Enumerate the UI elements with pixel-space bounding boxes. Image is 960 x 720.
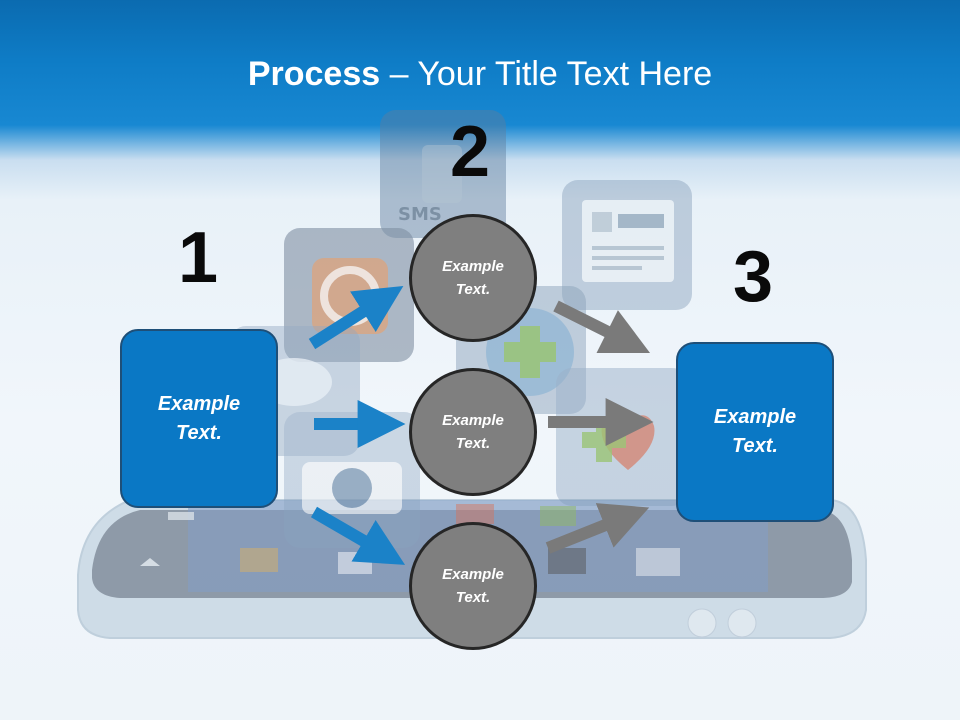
- circle-middle-text: Example Text.: [442, 412, 504, 452]
- arrow-bottom-to-3: [545, 503, 650, 554]
- heart-plus-icon: [556, 368, 688, 506]
- slide-title: Process – Your Title Text Here: [0, 52, 960, 96]
- step-2-circle-top: Example Text.: [409, 214, 537, 342]
- step-1-text: Example Text.: [157, 392, 241, 444]
- step-3-box: Example Text.: [676, 342, 834, 522]
- step-number-1: 1: [178, 218, 219, 298]
- step-2-circle-bottom: Example Text.: [409, 522, 537, 650]
- circle-top-text: Example Text.: [442, 258, 504, 298]
- step-number-2: 2: [450, 112, 491, 192]
- arrow-top-to-3: [553, 300, 651, 354]
- news-icon: [562, 180, 692, 310]
- arrow-1-to-top: [308, 285, 404, 350]
- arrow-1-to-bottom: [310, 506, 406, 565]
- sms-phone-icon: SMS: [380, 110, 506, 238]
- step-number-3: 3: [733, 237, 774, 317]
- title-rest: – Your Title Text Here: [380, 55, 713, 93]
- title-bold: Process: [247, 55, 381, 93]
- step-1-box: Example Text.: [120, 329, 278, 508]
- step-3-text: Example Text.: [713, 406, 797, 457]
- svg-text:SMS: SMS: [398, 204, 442, 225]
- step-2-circle-middle: Example Text.: [409, 368, 537, 496]
- circle-bottom-text: Example Text.: [442, 566, 504, 606]
